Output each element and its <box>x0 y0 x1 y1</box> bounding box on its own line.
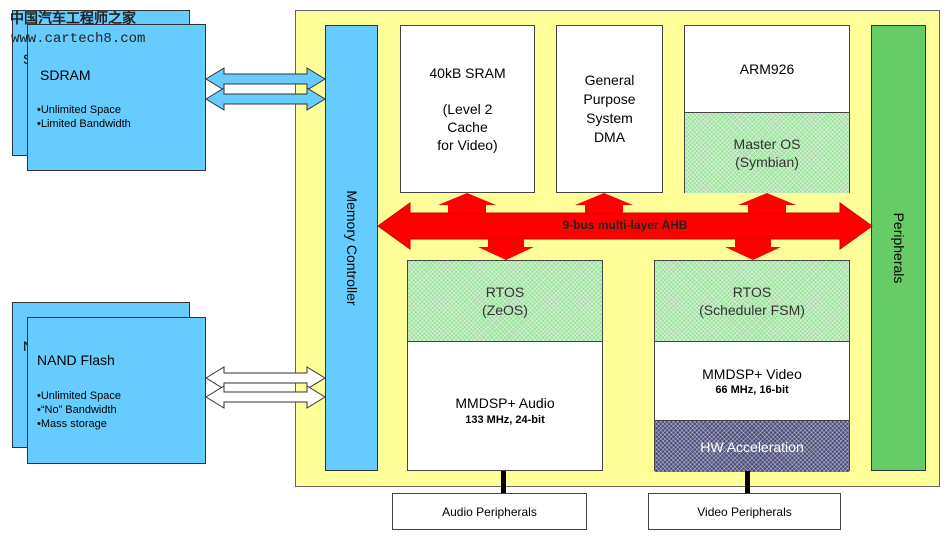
watermark-chinese: 中国汽车工程师之家 <box>10 11 136 27</box>
sram-block: 40kB SRAM (Level 2 Cache for Video) <box>400 25 535 193</box>
audio-dsp-text: MMDSP+ Audio 133 MHz, 24-bit <box>408 342 602 470</box>
ahb-bus-label: 9-bus multi-layer AHB <box>562 218 688 232</box>
video-rtos-block: RTOS (Scheduler FSM) <box>655 261 849 342</box>
video-rtos-label: RTOS (Scheduler FSM) <box>699 283 805 318</box>
nand-bullet: Unlimited Space <box>37 389 121 403</box>
peripherals-block: Peripherals <box>871 25 926 471</box>
video-dsp-title: MMDSP+ Video <box>702 366 802 382</box>
audio-peripherals-box: Audio Peripherals <box>392 493 587 530</box>
hw-acceleration-block: HW Acceleration <box>655 420 849 472</box>
audio-dsp-block: RTOS (ZeOS) MMDSP+ Audio 133 MHz, 24-bit <box>407 260 603 471</box>
video-periph-link <box>745 471 750 499</box>
dma-label: General Purpose System DMA <box>583 72 636 145</box>
sdram-title: SDRAM <box>40 67 91 83</box>
ahb-bus-arrow <box>377 202 873 250</box>
memory-controller-block: Memory Controller <box>325 25 378 471</box>
nand-arrow-bottom <box>205 385 326 409</box>
video-peripherals-box: Video Peripherals <box>648 493 841 530</box>
sdram-arrow-bottom <box>205 87 326 111</box>
nand-arrow-top <box>205 366 326 390</box>
arm-bus-arrow <box>738 193 796 213</box>
nand-title: NAND Flash <box>37 352 115 368</box>
nand-card: NAND Flash Unlimited Space “No” Bandwidt… <box>27 317 206 464</box>
dma-bus-arrow <box>575 193 633 213</box>
sdram-arrow-top <box>205 67 326 91</box>
arm926-label: ARM926 <box>739 61 795 77</box>
audio-rtos-block: RTOS (ZeOS) <box>408 261 602 342</box>
sdram-bullet: Unlimited Space <box>37 103 131 117</box>
sram-label: 40kB SRAM (Level 2 Cache for Video) <box>429 64 506 154</box>
video-peripherals-label: Video Peripherals <box>697 504 792 519</box>
video-dsp-text: MMDSP+ Video 66 MHz, 16-bit <box>655 342 849 420</box>
nand-bullet: Mass storage <box>37 417 121 431</box>
master-os-block: Master OS (Symbian) <box>685 112 849 193</box>
sdram-bullets: Unlimited Space Limited Bandwidth <box>37 103 131 131</box>
sdram-card: SDRAM Unlimited Space Limited Bandwidth <box>27 24 206 171</box>
nand-bullet: “No” Bandwidth <box>37 403 121 417</box>
sdram-bullet: Limited Bandwidth <box>37 117 131 131</box>
video-dsp-spec: 66 MHz, 16-bit <box>715 384 789 396</box>
video-bus-arrow <box>725 239 781 260</box>
audio-peripherals-label: Audio Peripherals <box>442 504 537 519</box>
watermark-url: www.cartech8.com <box>11 31 146 47</box>
nand-bullets: Unlimited Space “No” Bandwidth Mass stor… <box>37 389 121 431</box>
audio-bus-arrow <box>478 239 534 260</box>
audio-dsp-title: MMDSP+ Audio <box>455 394 555 411</box>
hw-acceleration-label: HW Acceleration <box>700 438 804 455</box>
video-dsp-block: RTOS (Scheduler FSM) MMDSP+ Video 66 MHz… <box>654 260 850 472</box>
sram-bus-arrow <box>438 193 496 213</box>
arm926-block: ARM926 Master OS (Symbian) <box>684 25 850 193</box>
master-os-label: Master OS (Symbian) <box>733 135 801 170</box>
audio-rtos-label: RTOS (ZeOS) <box>482 283 528 318</box>
audio-periph-link <box>501 471 506 493</box>
dma-block: General Purpose System DMA <box>556 25 663 193</box>
audio-dsp-spec: 133 MHz, 24-bit <box>465 413 545 426</box>
